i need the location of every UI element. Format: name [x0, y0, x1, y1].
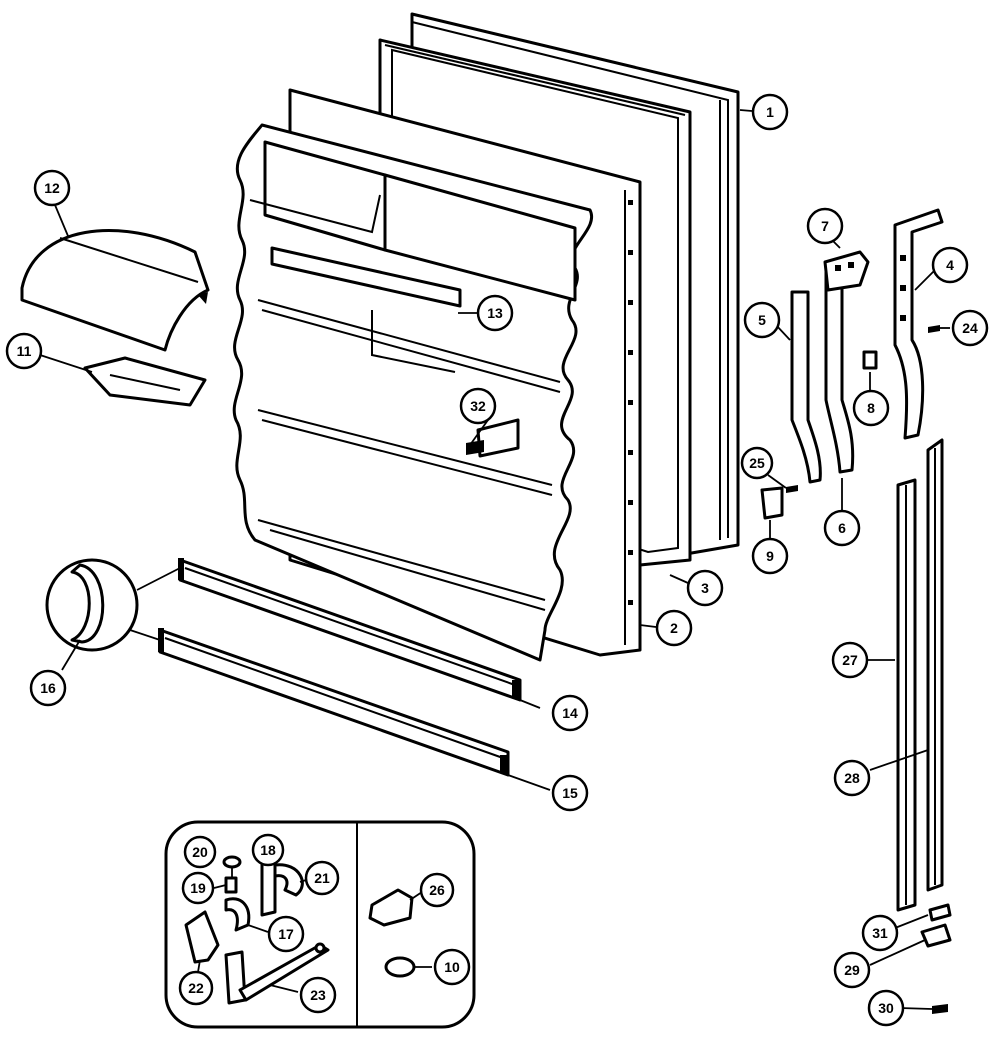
svg-text:32: 32 [470, 398, 486, 414]
callout-24: 24 [951, 309, 989, 347]
svg-text:11: 11 [17, 343, 32, 359]
callout-18: 18 [251, 833, 285, 867]
trim-detail-magnifier [45, 558, 181, 652]
screw-25 [786, 485, 798, 493]
callout-6: 6 [823, 509, 861, 547]
trim-strip-27 [896, 478, 917, 912]
svg-text:28: 28 [844, 770, 860, 786]
callout-26: 26 [419, 872, 455, 908]
hinge-plate-29 [920, 923, 952, 948]
trim-strip-28 [926, 438, 944, 892]
bracket-9 [760, 486, 784, 520]
screw-24 [928, 325, 940, 333]
svg-text:8: 8 [867, 400, 875, 416]
screw-30 [932, 1004, 948, 1014]
nut-8 [862, 350, 878, 370]
callout-7: 7 [806, 207, 844, 245]
hardware-inset-box [164, 820, 476, 1029]
svg-text:22: 22 [188, 980, 204, 996]
svg-text:29: 29 [844, 962, 860, 978]
callout-31: 31 [861, 914, 899, 952]
svg-text:15: 15 [562, 785, 578, 801]
bottom-trim-lower [158, 628, 510, 777]
callout-22: 22 [178, 970, 214, 1006]
callout-5: 5 [743, 301, 781, 339]
svg-text:12: 12 [44, 180, 60, 196]
svg-text:4: 4 [946, 257, 954, 273]
callout-13: 13 [476, 294, 514, 332]
svg-text:10: 10 [444, 959, 460, 975]
svg-text:1: 1 [766, 104, 774, 120]
callout-15: 15 [551, 774, 589, 812]
callout-16: 16 [29, 669, 67, 707]
hinge-strip-6 [824, 268, 855, 474]
callout-25: 25 [740, 446, 774, 480]
callout-9: 9 [751, 537, 789, 575]
svg-text:23: 23 [310, 987, 326, 1003]
callout-11: 11 [5, 332, 43, 370]
svg-text:9: 9 [766, 548, 774, 564]
callout-3: 3 [686, 569, 724, 607]
svg-text:2: 2 [670, 620, 678, 636]
hinge-plate-31 [928, 903, 952, 922]
svg-text:18: 18 [260, 842, 276, 858]
callout-28: 28 [833, 759, 871, 797]
callout-27: 27 [831, 641, 869, 679]
dairy-door-cover [20, 229, 210, 352]
svg-text:30: 30 [878, 1000, 894, 1016]
callout-14: 14 [551, 694, 589, 732]
svg-text:3: 3 [701, 580, 709, 596]
callout-32: 32 [459, 387, 497, 425]
svg-text:20: 20 [192, 844, 208, 860]
svg-text:14: 14 [562, 705, 578, 721]
callout-29: 29 [833, 951, 871, 989]
svg-text:17: 17 [278, 926, 294, 942]
callout-19: 19 [181, 871, 215, 905]
svg-text:21: 21 [314, 870, 330, 886]
hinge-bracket-4 [893, 208, 944, 440]
hinge-bracket-7 [823, 250, 870, 292]
svg-text:6: 6 [838, 520, 846, 536]
door-inner-liner [232, 123, 594, 662]
callout-17: 17 [267, 915, 305, 953]
leader-lines [39, 109, 950, 1010]
dairy-door-tray [83, 356, 207, 407]
callout-23: 23 [299, 976, 337, 1014]
hinge-strip-5 [790, 290, 822, 484]
svg-text:16: 16 [40, 680, 56, 696]
svg-text:31: 31 [872, 925, 888, 941]
svg-text:7: 7 [821, 218, 829, 234]
callout-10: 10 [433, 948, 471, 986]
svg-text:5: 5 [758, 312, 766, 328]
callout-12: 12 [33, 169, 71, 207]
callout-1: 1 [751, 93, 789, 131]
callout-21: 21 [304, 860, 340, 896]
callout-8: 8 [852, 389, 890, 427]
callout-4: 4 [931, 246, 969, 284]
callout-2: 2 [655, 609, 693, 647]
svg-text:27: 27 [842, 652, 858, 668]
svg-text:25: 25 [749, 455, 765, 471]
callout-30: 30 [867, 989, 905, 1027]
svg-text:13: 13 [487, 305, 503, 321]
callout-20: 20 [183, 835, 217, 869]
svg-text:26: 26 [429, 882, 445, 898]
svg-text:19: 19 [190, 880, 206, 896]
svg-text:24: 24 [962, 320, 978, 336]
